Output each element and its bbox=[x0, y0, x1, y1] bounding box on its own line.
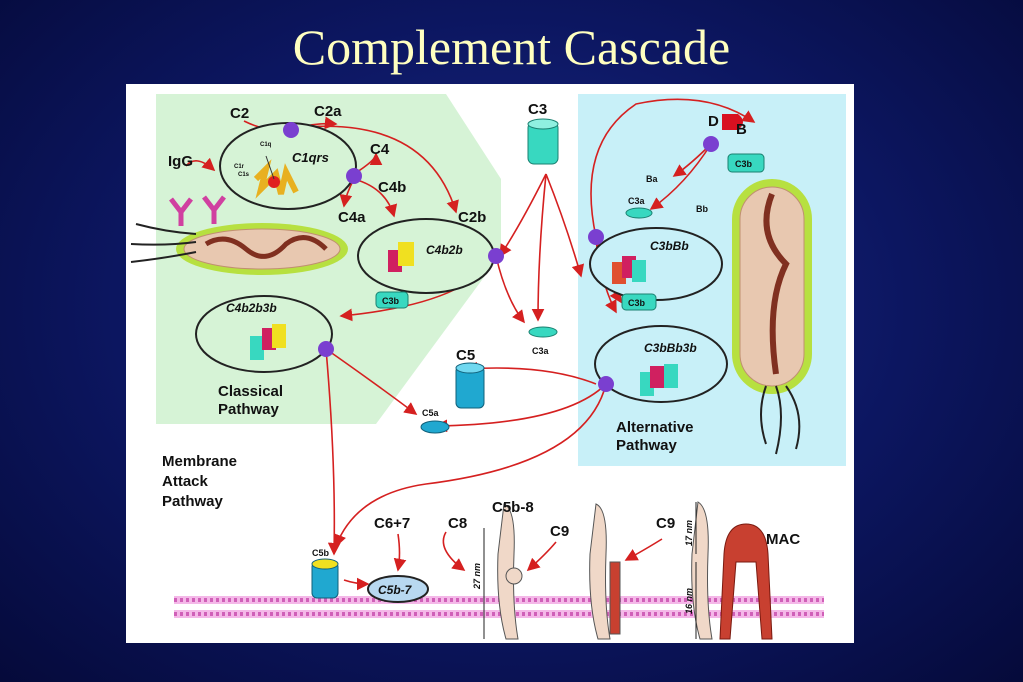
mac-pore-icon bbox=[691, 501, 773, 640]
label-c2: C2 bbox=[230, 105, 249, 122]
label-c3bbb: C3bBb bbox=[650, 239, 689, 253]
label-c9-second: C9 bbox=[656, 515, 675, 532]
c4b2b-molecule-icon bbox=[388, 242, 414, 272]
label-ba: Ba bbox=[646, 174, 658, 184]
bacterium-right bbox=[732, 179, 812, 455]
c3b-mid-left-icon bbox=[375, 291, 409, 309]
c9-insertion-icon bbox=[589, 503, 621, 640]
label-c8: C8 bbox=[448, 515, 467, 532]
factor-d-icon bbox=[722, 114, 743, 130]
label-c3: C3 bbox=[528, 101, 547, 118]
label-c4a: C4a bbox=[338, 209, 366, 226]
c3b-alt-mid-icon bbox=[621, 293, 657, 311]
c3b-alt-top-icon bbox=[727, 153, 765, 173]
label-c3b-alt-mid: C3b bbox=[628, 298, 646, 308]
c3a-right-icon bbox=[625, 207, 653, 219]
label-alternative-line2: Pathway bbox=[616, 437, 678, 454]
label-membrane-line2: Attack bbox=[162, 473, 209, 490]
label-c5a: C5a bbox=[422, 408, 440, 418]
label-c3b-classical: C3b bbox=[382, 296, 400, 306]
label-c9-first: C9 bbox=[550, 523, 569, 540]
complement-diagram: C2 C2a C4 C4b C4a C2b IgG C1qrs C1q C1r … bbox=[126, 84, 854, 643]
c3-cylinder-icon bbox=[527, 118, 559, 165]
label-c5: C5 bbox=[456, 347, 475, 364]
label-factor-d: D bbox=[708, 113, 719, 130]
label-dim-17nm: 17 nm bbox=[684, 520, 694, 546]
label-c5b-7: C5b-7 bbox=[378, 583, 413, 597]
bacterium-left bbox=[130, 223, 348, 275]
label-c1s: C1s bbox=[238, 172, 250, 178]
label-c3a-alt: C3a bbox=[628, 196, 646, 206]
c5a-icon bbox=[420, 420, 450, 434]
label-c6-7: C6+7 bbox=[374, 515, 410, 532]
dimension-lines bbox=[483, 502, 697, 639]
c5b-cylinder-icon bbox=[311, 558, 339, 599]
label-factor-b: B bbox=[736, 121, 747, 138]
c5b-7-complex-icon bbox=[367, 575, 429, 603]
c3bbb3b-molecule-icon bbox=[640, 364, 678, 396]
c5b-8-pore-icon bbox=[497, 503, 523, 640]
c1q-molecule-icon bbox=[253, 155, 299, 199]
igg-antibody-icons bbox=[169, 195, 226, 226]
label-c5b: C5b bbox=[312, 548, 330, 558]
label-igg: IgG bbox=[168, 153, 193, 170]
label-c5b-8: C5b-8 bbox=[492, 499, 534, 516]
label-c2b: C2b bbox=[458, 209, 486, 226]
c3bbb-molecule-icon bbox=[612, 256, 646, 284]
label-c3bbb3b: C3bBb3b bbox=[644, 341, 697, 355]
label-c4b2b3b: C4b2b3b bbox=[226, 301, 277, 315]
label-c1r: C1r bbox=[234, 164, 245, 170]
label-c1qrs: C1qrs bbox=[292, 150, 329, 165]
label-c3b-alt-top: C3b bbox=[735, 159, 753, 169]
label-classical-line2: Pathway bbox=[218, 401, 280, 418]
label-dim-16nm: 16 nm bbox=[684, 588, 694, 614]
label-membrane-line1: Membrane bbox=[162, 453, 237, 470]
c3bbb3b-complex bbox=[594, 325, 728, 403]
c4b2b3b-molecule-icon bbox=[250, 324, 286, 360]
enzyme-star-icons bbox=[283, 122, 719, 392]
c3a-left-icon bbox=[528, 326, 558, 338]
label-alternative-line1: Alternative bbox=[616, 419, 694, 436]
label-c4: C4 bbox=[370, 141, 390, 158]
label-c3a-central: C3a bbox=[532, 346, 550, 356]
label-membrane-line3: Pathway bbox=[162, 493, 224, 510]
label-bb: Bb bbox=[696, 204, 708, 214]
label-c2a: C2a bbox=[314, 103, 342, 120]
label-classical-line1: Classical bbox=[218, 383, 283, 400]
c5-cylinder-icon bbox=[455, 362, 485, 409]
slide-title: Complement Cascade bbox=[292, 19, 731, 75]
label-dim-27nm: 27 nm bbox=[472, 563, 482, 590]
label-c4b: C4b bbox=[378, 179, 406, 196]
label-c1q: C1q bbox=[260, 142, 272, 148]
label-c4b2b: C4b2b bbox=[426, 243, 463, 257]
label-mac: MAC bbox=[766, 531, 800, 548]
